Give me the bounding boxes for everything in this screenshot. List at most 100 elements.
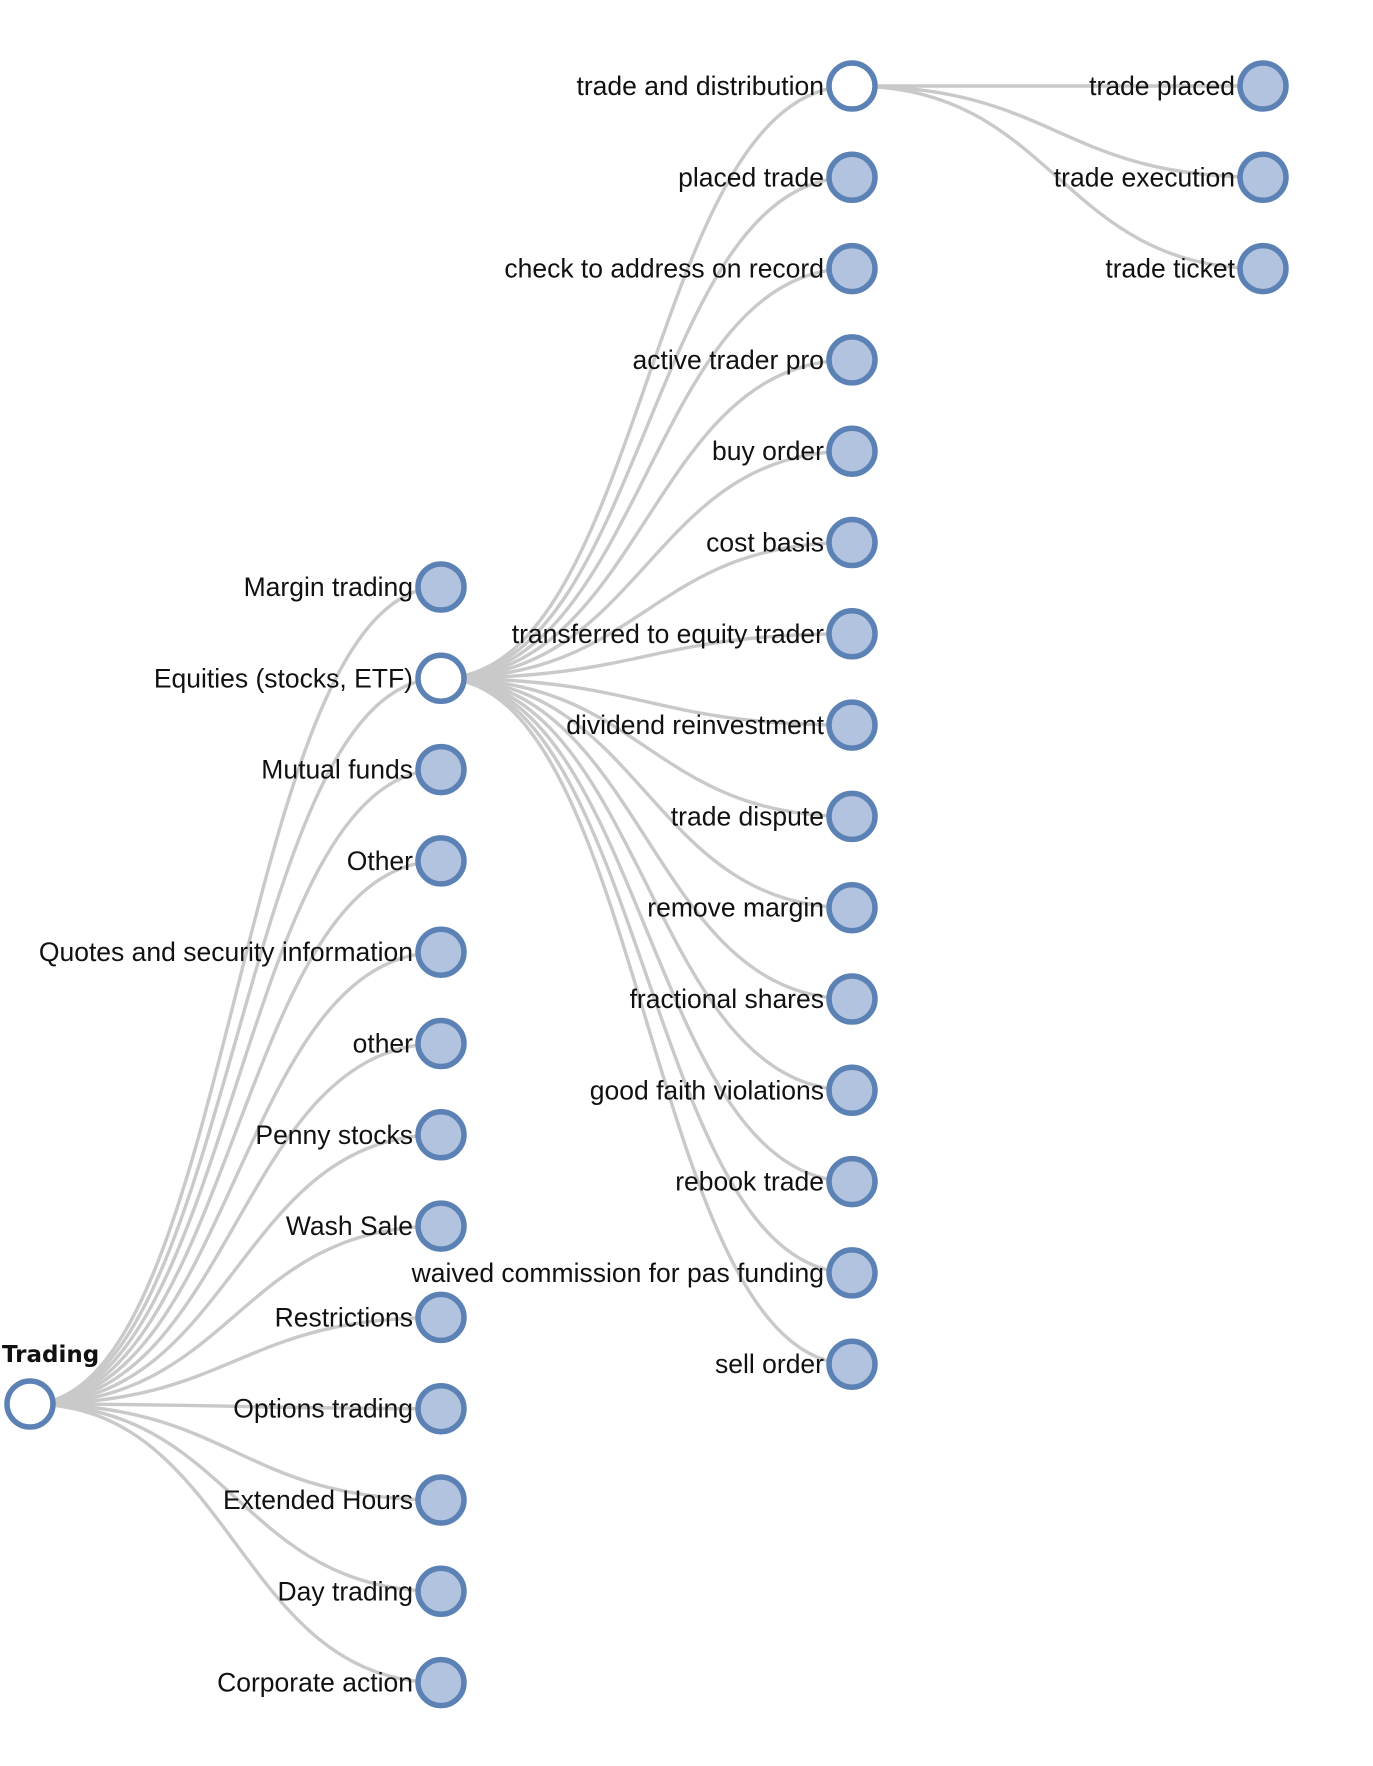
node-circle-cost-basis[interactable] [826, 516, 878, 569]
node-circle-quotes-and-security-information[interactable] [415, 926, 467, 978]
node-circle-rebook-trade[interactable] [826, 1155, 878, 1208]
node-circle-fractional-shares[interactable] [826, 973, 878, 1025]
node-label-check-to-address-on-record: check to address on record [504, 254, 824, 284]
node-label-trading: Trading [2, 1342, 99, 1368]
node-circle-other[interactable] [415, 1017, 467, 1070]
node-label-mutual-funds: Mutual funds [261, 755, 413, 785]
node-label-cost-basis: cost basis [706, 528, 824, 558]
tree-node-extended-hours[interactable]: Extended Hours [223, 1474, 467, 1526]
node-label-corporate-action: Corporate action [217, 1668, 413, 1698]
tree-node-trade-placed[interactable]: trade placed [1089, 60, 1289, 112]
tree-node-trade-ticket[interactable]: trade ticket [1105, 242, 1289, 295]
node-circle-placed-trade[interactable] [826, 151, 878, 204]
link-trading-to-day-trading [29, 1402, 442, 1593]
tree-node-placed-trade[interactable]: placed trade [678, 151, 878, 204]
link-equities-to-check-to-address-on-record [440, 266, 853, 680]
tree-node-sell-order[interactable]: sell order [715, 1338, 878, 1390]
node-circle-trade-placed[interactable] [1237, 60, 1289, 112]
node-circle-waived-commission-for-pas-funding[interactable] [826, 1247, 878, 1299]
node-circle-active-trader-pro[interactable] [826, 334, 878, 386]
node-circle-mutual-funds[interactable] [415, 743, 467, 796]
link-equities-to-cost-basis [440, 540, 853, 680]
tree-node-buy-order[interactable]: buy order [712, 425, 878, 477]
link-equities-to-active-trader-pro [440, 358, 853, 680]
tree-node-active-trader-pro[interactable]: active trader pro [633, 334, 878, 386]
node-circle-corporate-action[interactable] [415, 1656, 467, 1709]
tree-node-day-trading[interactable]: Day trading [277, 1565, 467, 1618]
node-label-sell-order: sell order [715, 1349, 824, 1379]
tree-node-other[interactable]: other [353, 1017, 467, 1070]
node-circle-trade-and-distribution[interactable] [826, 60, 878, 112]
tree-node-transferred-to-equity-trader[interactable]: transferred to equity trader [512, 608, 878, 660]
tree-node-trading[interactable]: Trading [2, 1342, 99, 1430]
node-circle-penny-stocks[interactable] [415, 1109, 467, 1161]
tree-node-other[interactable]: Other [347, 835, 467, 887]
node-circle-wash-sale[interactable] [415, 1200, 467, 1252]
tree-node-wash-sale[interactable]: Wash Sale [286, 1200, 467, 1252]
link-equities-to-dividend-reinvestment [440, 676, 853, 727]
node-label-placed-trade: placed trade [678, 162, 824, 192]
node-circle-day-trading[interactable] [415, 1565, 467, 1618]
tree-node-cost-basis[interactable]: cost basis [706, 516, 878, 569]
node-circle-transferred-to-equity-trader[interactable] [826, 608, 878, 660]
tree-node-quotes-and-security-information[interactable]: Quotes and security information [39, 926, 467, 978]
tree-node-margin-trading[interactable]: Margin trading [244, 561, 467, 613]
node-label-equities-stocks-etf: Equities (stocks, ETF) [154, 663, 413, 693]
node-circle-buy-order[interactable] [826, 425, 878, 477]
tree-node-trade-and-distribution[interactable]: trade and distribution [577, 60, 878, 112]
tree-node-waived-commission-for-pas-funding[interactable]: waived commission for pas funding [411, 1247, 878, 1299]
tree-node-trade-execution[interactable]: trade execution [1054, 151, 1289, 204]
node-circle-trade-ticket[interactable] [1237, 242, 1289, 295]
link-trading-to-mutual-funds [29, 767, 442, 1406]
node-label-penny-stocks: Penny stocks [255, 1120, 413, 1150]
tree-node-good-faith-violations[interactable]: good faith violations [590, 1064, 878, 1117]
node-circle-good-faith-violations[interactable] [826, 1064, 878, 1117]
node-circle-extended-hours[interactable] [415, 1474, 467, 1526]
tree-node-trade-dispute[interactable]: trade dispute [671, 790, 878, 843]
node-label-wash-sale: Wash Sale [286, 1211, 413, 1241]
node-circle-trade-dispute[interactable] [826, 790, 878, 843]
node-label-fractional-shares: fractional shares [630, 984, 824, 1014]
link-trade-and-distribution-to-trade-ticket [851, 84, 1264, 271]
tree-node-dividend-reinvestment[interactable]: dividend reinvestment [566, 699, 878, 751]
tree-node-remove-margin[interactable]: remove margin [647, 881, 878, 934]
link-trading-to-quotes-and-security-information [29, 950, 442, 1406]
node-label-options-trading: Options trading [233, 1394, 413, 1424]
tree-node-corporate-action[interactable]: Corporate action [217, 1656, 467, 1709]
node-circle-sell-order[interactable] [826, 1338, 878, 1390]
node-circle-trading[interactable] [4, 1378, 56, 1430]
node-circle-options-trading[interactable] [415, 1382, 467, 1435]
tree-node-rebook-trade[interactable]: rebook trade [675, 1155, 878, 1208]
node-label-buy-order: buy order [712, 436, 824, 466]
node-label-rebook-trade: rebook trade [675, 1167, 824, 1197]
link-trading-to-other [29, 1041, 442, 1406]
tree-node-mutual-funds[interactable]: Mutual funds [261, 743, 467, 796]
node-label-trade-ticket: trade ticket [1105, 254, 1235, 284]
link-equities-to-trade-and-distribution [440, 84, 853, 680]
node-label-remove-margin: remove margin [647, 893, 824, 923]
link-trade-and-distribution-to-trade-execution [851, 84, 1264, 179]
node-circle-margin-trading[interactable] [415, 561, 467, 613]
tree-node-penny-stocks[interactable]: Penny stocks [255, 1109, 467, 1161]
node-label-restrictions: Restrictions [275, 1302, 413, 1332]
node-circle-dividend-reinvestment[interactable] [826, 699, 878, 751]
node-circle-remove-margin[interactable] [826, 881, 878, 934]
node-label-other: Other [347, 846, 413, 876]
node-label-waived-commission-for-pas-funding: waived commission for pas funding [411, 1258, 824, 1288]
link-equities-to-transferred-to-equity-trader [440, 632, 853, 680]
tree-node-restrictions[interactable]: Restrictions [275, 1291, 467, 1344]
tree-node-options-trading[interactable]: Options trading [233, 1382, 467, 1435]
tree-node-fractional-shares[interactable]: fractional shares [630, 973, 878, 1025]
link-equities-to-remove-margin [440, 676, 853, 910]
tree-node-equities-stocks-etf[interactable]: Equities (stocks, ETF) [154, 652, 467, 705]
node-circle-other[interactable] [415, 835, 467, 887]
link-equities-to-waived-commission-for-pas-funding [440, 676, 853, 1275]
node-circle-trade-execution[interactable] [1237, 151, 1289, 204]
link-trading-to-margin-trading [29, 585, 442, 1406]
tree-node-check-to-address-on-record[interactable]: check to address on record [504, 242, 878, 295]
node-circle-equities-stocks-etf[interactable] [415, 652, 467, 705]
node-circle-restrictions[interactable] [415, 1291, 467, 1344]
node-circle-check-to-address-on-record[interactable] [826, 242, 878, 295]
node-label-active-trader-pro: active trader pro [633, 345, 824, 375]
